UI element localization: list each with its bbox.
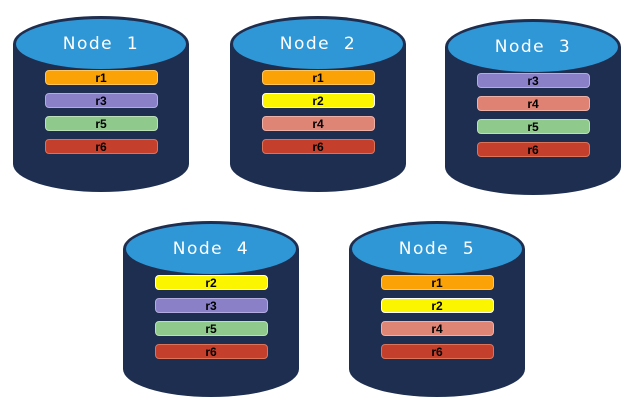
replica-list: r1 r3 r5 r6 xyxy=(13,70,189,154)
replica-bar: r3 xyxy=(44,93,158,108)
replica-list: r3 r4 r5 r6 xyxy=(445,73,621,157)
node-title: Node 5 xyxy=(398,239,476,259)
replica-bar: r3 xyxy=(476,73,590,88)
replica-list: r2 r3 r5 r6 xyxy=(123,275,299,359)
replica-bar: r1 xyxy=(44,70,158,85)
node-3-cylinder: Node 3 r3 r4 r5 r6 xyxy=(445,19,621,195)
replica-bar: r6 xyxy=(154,344,268,359)
cylinder-top: Node 1 xyxy=(16,19,186,69)
node-title: Node 3 xyxy=(494,37,572,57)
replica-bar: r2 xyxy=(261,93,375,108)
replica-bar: r3 xyxy=(154,298,268,313)
replica-bar: r6 xyxy=(380,344,494,359)
cylinder-top: Node 2 xyxy=(233,19,403,69)
replica-bar: r1 xyxy=(380,275,494,290)
replica-list: r1 r2 r4 r6 xyxy=(230,70,406,154)
replica-bar: r1 xyxy=(261,70,375,85)
replica-bar: r5 xyxy=(476,119,590,134)
node-title: Node 1 xyxy=(62,34,140,54)
replica-bar: r6 xyxy=(44,139,158,154)
node-2-cylinder: Node 2 r1 r2 r4 r6 xyxy=(230,16,406,192)
node-4-cylinder: Node 4 r2 r3 r5 r6 xyxy=(123,221,299,397)
replica-bar: r6 xyxy=(476,142,590,157)
cylinder-top: Node 3 xyxy=(448,22,618,72)
replica-bar: r2 xyxy=(380,298,494,313)
replica-bar: r4 xyxy=(476,96,590,111)
replica-bar: r5 xyxy=(44,116,158,131)
replica-bar: r6 xyxy=(261,139,375,154)
node-title: Node 2 xyxy=(279,34,357,54)
node-5-cylinder: Node 5 r1 r2 r4 r6 xyxy=(349,221,525,397)
node-title: Node 4 xyxy=(172,239,250,259)
cylinder-top: Node 4 xyxy=(126,224,296,274)
node-1-cylinder: Node 1 r1 r3 r5 r6 xyxy=(13,16,189,192)
replica-list: r1 r2 r4 r6 xyxy=(349,275,525,359)
replica-bar: r4 xyxy=(380,321,494,336)
replica-bar: r2 xyxy=(154,275,268,290)
replica-bar: r5 xyxy=(154,321,268,336)
replica-bar: r4 xyxy=(261,116,375,131)
cylinder-top: Node 5 xyxy=(352,224,522,274)
